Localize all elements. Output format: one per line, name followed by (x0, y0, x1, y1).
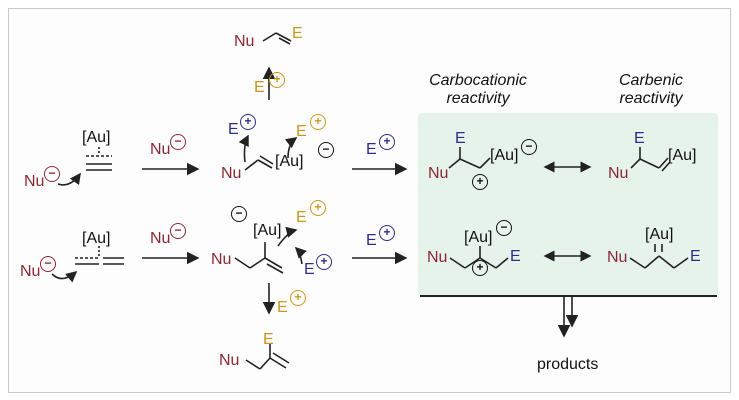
label-e: E (296, 209, 307, 226)
label-nu: Nu (607, 249, 628, 266)
label-e: E (510, 248, 521, 265)
bond (257, 159, 273, 169)
plus-charge-icon: + (310, 200, 326, 216)
plus-charge-icon: + (472, 260, 488, 276)
bond (448, 158, 461, 169)
label-nu: Nu (428, 165, 449, 182)
label-e: E (263, 331, 274, 348)
bond (244, 159, 259, 171)
label-e: E (690, 248, 701, 265)
label-nu: Nu (219, 352, 240, 369)
label-nu: Nu (427, 249, 448, 266)
label-e: E (455, 130, 466, 147)
curved-arrow (57, 172, 81, 186)
label-au: [Au] (275, 153, 304, 170)
label-au: [Au] (668, 147, 697, 164)
label-e: E (304, 261, 315, 278)
header-carbocationic-line2: reactivity (446, 90, 510, 108)
bond (658, 157, 669, 169)
minus-charge-icon: − (170, 134, 186, 150)
label-nu: Nu (150, 230, 171, 247)
label-nu: Nu (234, 33, 255, 50)
label-nu: Nu (211, 251, 232, 268)
plus-charge-icon: + (240, 114, 256, 130)
plus-charge-icon: + (310, 114, 326, 130)
bond (262, 32, 277, 42)
bond (658, 255, 675, 269)
bond (449, 257, 466, 269)
bond (661, 161, 671, 172)
minus-charge-icon: − (496, 220, 512, 236)
label-e: E (254, 79, 265, 96)
plus-charge-icon: + (316, 254, 332, 270)
plus-charge-icon: + (269, 72, 285, 88)
label-nu: Nu (24, 173, 45, 190)
label-e: E (366, 141, 377, 158)
header-carbenic: Carbenic reactivity (606, 72, 696, 109)
label-au: [Au] (253, 222, 282, 239)
curved-arrow (284, 137, 298, 159)
bond (639, 158, 660, 169)
label-au: [Au] (645, 226, 674, 243)
plus-charge-icon: + (379, 134, 395, 150)
bond (275, 32, 292, 42)
bond (259, 357, 271, 370)
header-carbocationic: Carbocationic reactivity (418, 72, 538, 109)
bond (269, 357, 287, 369)
minus-charge-icon: − (231, 206, 247, 222)
bond (245, 359, 261, 370)
minus-charge-icon: − (521, 139, 537, 155)
bond (479, 157, 491, 169)
minus-charge-icon: − (40, 256, 56, 272)
bond (630, 158, 641, 169)
label-nu: Nu (221, 165, 242, 182)
label-nu: Nu (20, 263, 41, 280)
bond (459, 158, 481, 169)
bond (479, 257, 497, 269)
curved-arrow (51, 270, 78, 283)
label-au: [Au] (490, 147, 519, 164)
bond (249, 257, 266, 269)
label-e: E (366, 232, 377, 249)
minus-charge-icon: − (170, 223, 186, 239)
label-au: [Au] (82, 129, 111, 146)
plus-charge-icon: + (379, 225, 395, 241)
header-carbenic-line2: reactivity (619, 90, 683, 108)
products-label: products (537, 356, 599, 373)
label-e: E (277, 299, 288, 316)
bond (272, 352, 290, 364)
bond (259, 155, 274, 165)
label-e: E (292, 25, 303, 42)
label-nu: Nu (608, 165, 629, 182)
label-nu: Nu (150, 141, 171, 158)
curved-arrow (294, 246, 307, 265)
curved-arrow (238, 134, 249, 163)
label-e: E (634, 130, 645, 147)
minus-charge-icon: − (44, 166, 60, 182)
plus-charge-icon: + (472, 174, 488, 190)
bond (629, 257, 646, 269)
label-e: E (228, 121, 239, 138)
label-au: [Au] (82, 230, 111, 247)
header-carbenic-line1: Carbenic (618, 72, 684, 89)
bond (495, 257, 509, 269)
label-e: E (296, 123, 307, 140)
label-au: [Au] (464, 229, 493, 246)
bond (278, 37, 291, 45)
header-carbocationic-line1: Carbocationic (429, 72, 527, 89)
bond (266, 263, 284, 274)
curved-arrow (277, 226, 298, 247)
bond (234, 257, 251, 269)
minus-charge-icon: − (318, 142, 334, 158)
bond (673, 257, 689, 269)
bond (264, 257, 283, 269)
bond (644, 255, 660, 269)
plus-charge-icon: + (290, 290, 306, 306)
